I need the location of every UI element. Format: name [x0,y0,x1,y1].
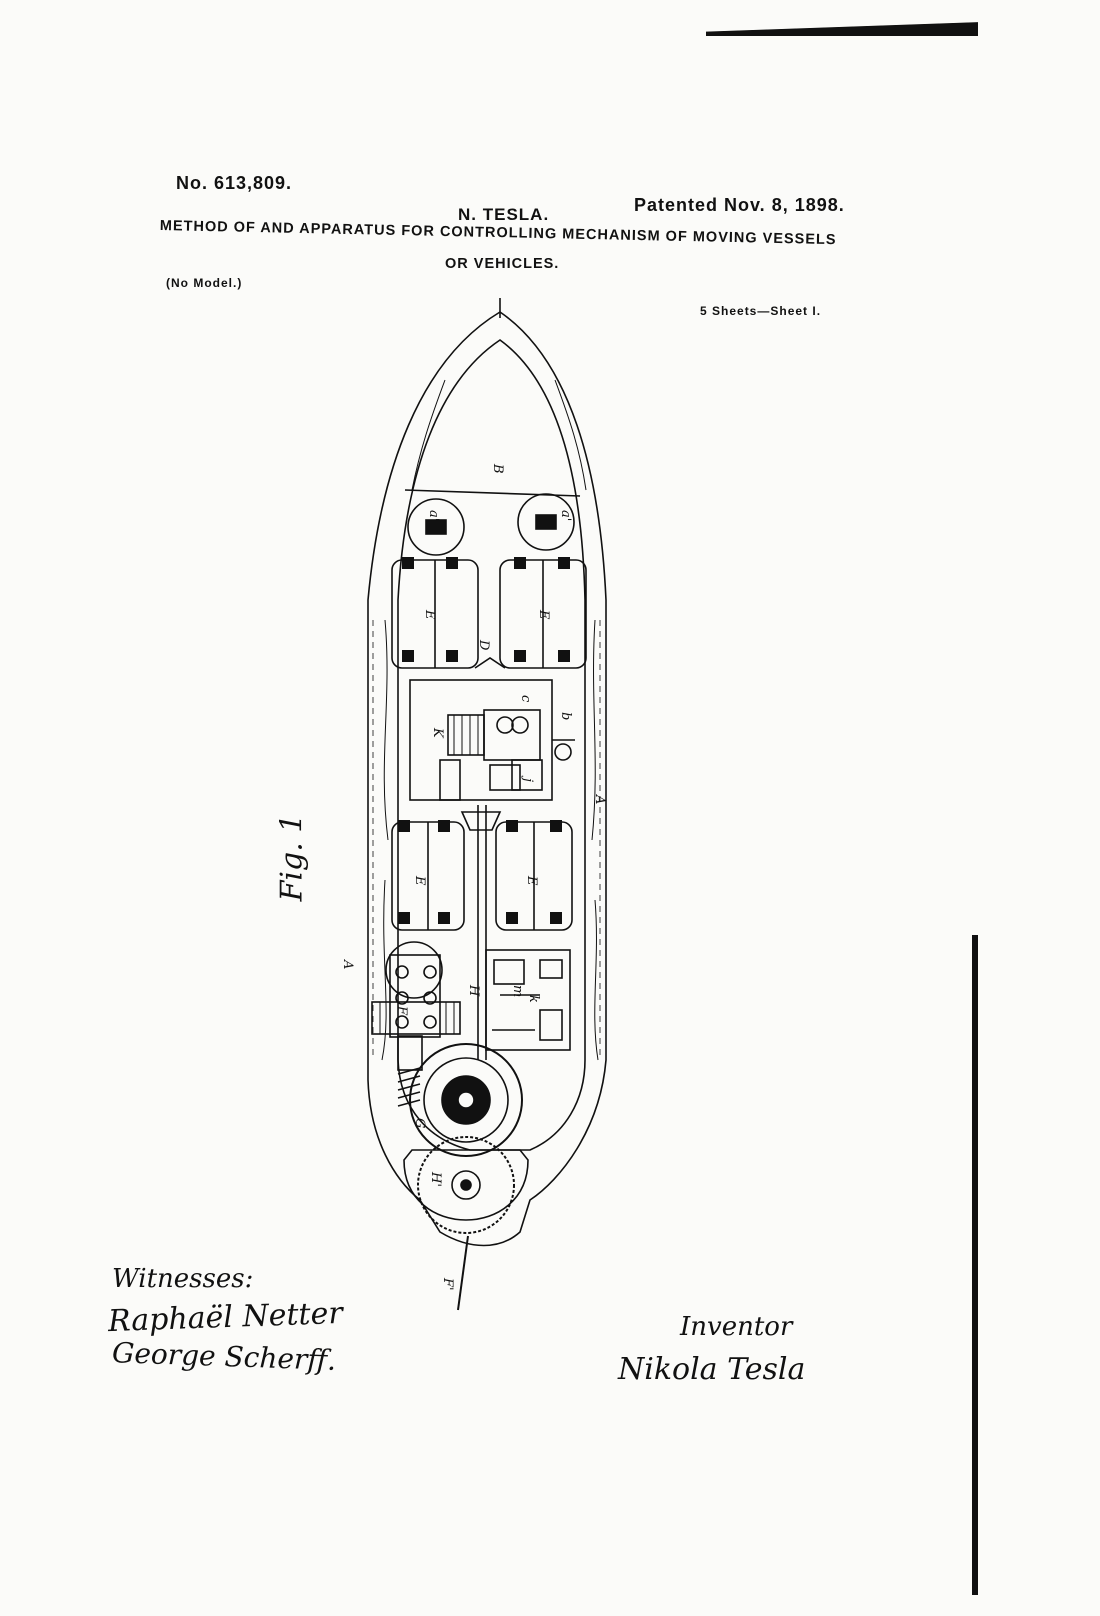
label-D: D [476,639,491,651]
figure-label: Fig. 1 [274,813,310,902]
label-m: m [510,985,525,997]
label-A-left: A [340,959,355,969]
label-a-left: a' [426,510,441,521]
label-j: j [520,775,535,782]
no-model-note: (No Model.) [166,276,243,290]
motor-left [407,498,465,556]
label-G: G [412,1118,427,1128]
relay-box [485,949,571,1051]
rudder-motor [385,941,443,999]
hull-inner [397,339,586,1151]
label-F: F [394,1005,409,1016]
motor-right [517,493,575,551]
title-line-2: OR VEHICLES. [445,256,560,272]
label-F-tail: F' [440,1277,455,1291]
scan-bar-top [706,22,978,36]
label-E1: E [422,609,437,620]
witnesses-label: Witnesses: [112,1264,254,1294]
inventor-signature: Nikola Tesla [618,1352,806,1387]
rudder-post [457,1235,469,1311]
label-H: H [466,984,481,997]
hull-outline [367,311,607,1247]
commutator-dial [409,1043,523,1157]
label-c: c [518,695,533,703]
label-E3: E [412,875,427,886]
label-k: k [526,995,541,1003]
sheet-count: 5 Sheets—Sheet I. [700,304,822,318]
label-E2: E [536,609,551,620]
inventor-header: N. TESLA. [458,205,550,224]
patent-number: No. 613,809. [176,173,293,193]
inventor-label: Inventor [680,1312,793,1342]
label-H-low: H' [428,1171,443,1187]
patent-date: Patented Nov. 8, 1898. [634,195,845,215]
label-A-right: A [592,794,607,804]
label-b: b [558,712,573,720]
rudder-quadrant [403,1149,529,1221]
label-a-right: a' [558,510,573,521]
label-B: B [490,463,505,474]
label-E4: E [524,875,539,886]
label-K: K [430,727,445,739]
scan-bar-right [972,935,978,1595]
